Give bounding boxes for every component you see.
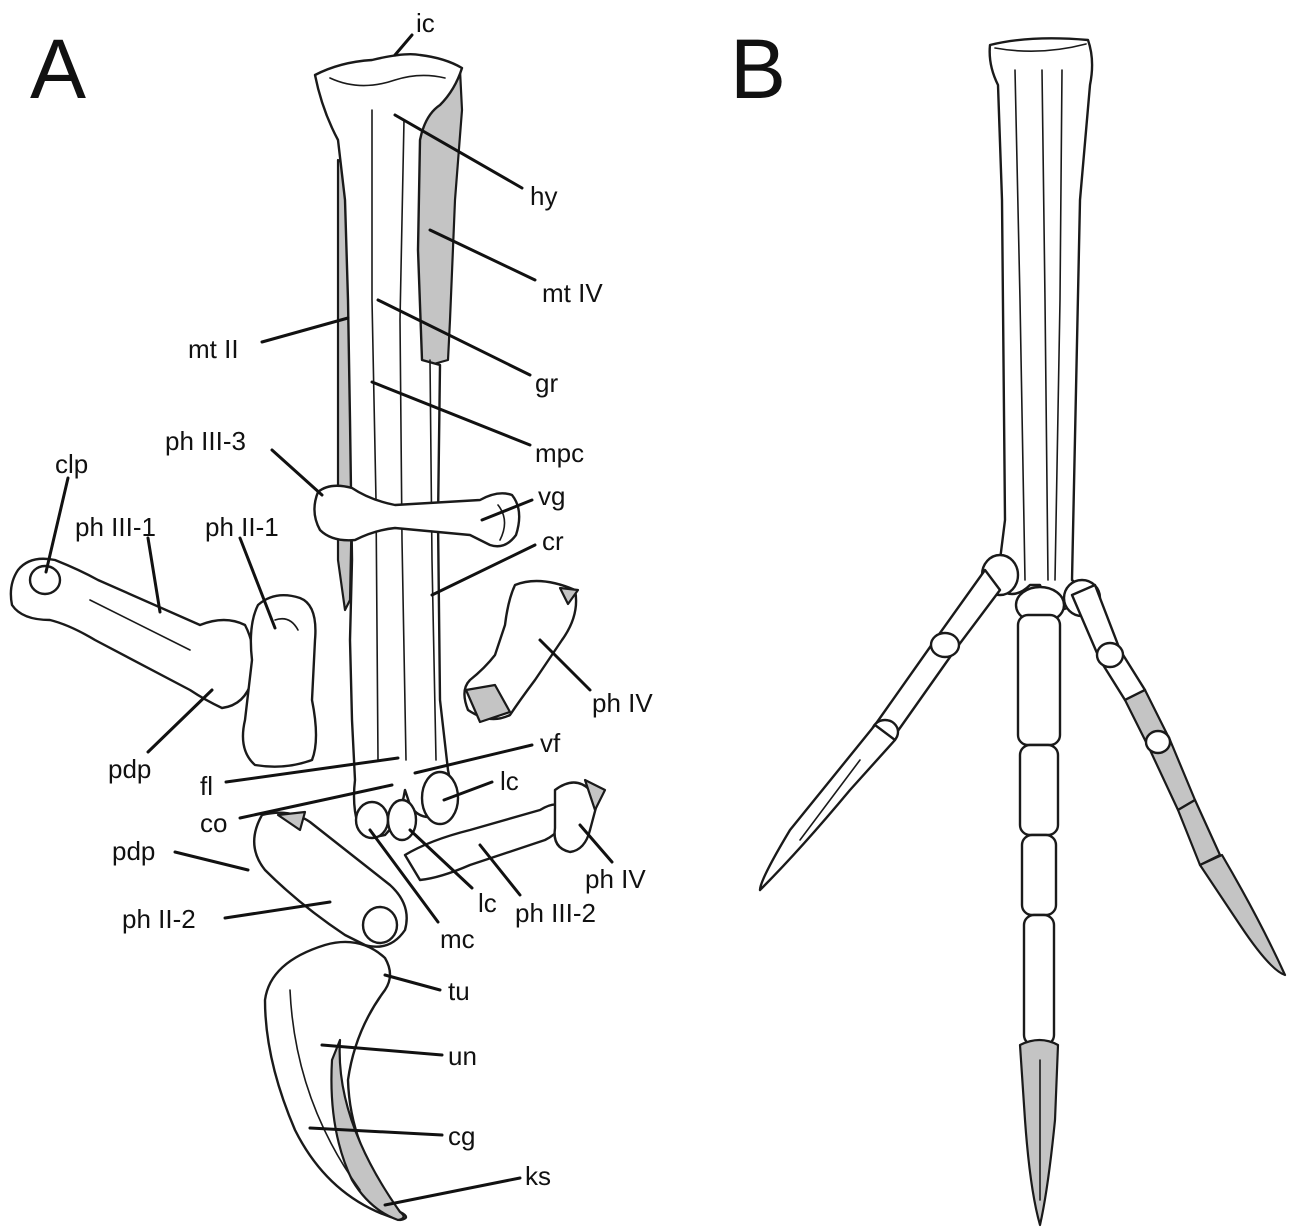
- panel-a-drawing: [11, 54, 605, 1220]
- label-cr: cr: [542, 526, 564, 556]
- label-vg: vg: [538, 481, 565, 511]
- digit-iv-ungual: [1200, 855, 1285, 975]
- label-cg: cg: [448, 1121, 475, 1151]
- condyle-inner: [388, 800, 416, 840]
- leader-ic: [395, 35, 412, 55]
- digit-iv-joint-1: [1097, 643, 1123, 667]
- label-mt-iv: mt IV: [542, 278, 603, 308]
- leader-pdp-upper: [148, 690, 212, 752]
- leader-ks: [385, 1178, 520, 1205]
- ph-ii-2-distal-condyle: [363, 907, 397, 943]
- panel-b-drawing: [760, 38, 1285, 1225]
- label-pdp-lower: pdp: [112, 836, 155, 866]
- label-ks: ks: [525, 1161, 551, 1191]
- leader-mt-ii: [262, 318, 348, 342]
- label-clp: clp: [55, 449, 88, 479]
- label-ph-iv-upper: ph IV: [592, 688, 653, 718]
- label-mt-ii: mt II: [188, 334, 239, 364]
- digit-iv-phalanx-5: [1178, 800, 1220, 865]
- digit-iii: [1018, 615, 1060, 1225]
- label-ph-iii-2: ph III-2: [515, 898, 596, 928]
- digit-ii-joint-1: [931, 633, 959, 657]
- label-vf: vf: [540, 728, 561, 758]
- label-ph-ii-2: ph II-2: [122, 904, 196, 934]
- digit-iv: [1072, 585, 1285, 975]
- label-mpc: mpc: [535, 438, 584, 468]
- label-lc-lower: lc: [478, 888, 497, 918]
- label-co: co: [200, 808, 227, 838]
- digit-iii-phalanx-4: [1024, 915, 1054, 1045]
- digit-ii: [760, 570, 1000, 890]
- panel-label-b: B: [730, 22, 786, 116]
- label-fl: fl: [200, 771, 213, 801]
- label-ph-iv-lower: ph IV: [585, 864, 646, 894]
- digit-ii-ungual-detail: [800, 760, 860, 840]
- label-ph-iii-3: ph III-3: [165, 426, 246, 456]
- label-hy: hy: [530, 181, 557, 211]
- label-mc: mc: [440, 924, 475, 954]
- phalanx-ii-1: [243, 595, 316, 766]
- leader-ph-iii-1: [148, 538, 160, 612]
- label-un: un: [448, 1041, 477, 1071]
- leader-ph-iii-3: [272, 450, 322, 495]
- label-ic: ic: [416, 8, 435, 38]
- label-pdp-upper: pdp: [108, 754, 151, 784]
- digit-iii-phalanx-3: [1022, 835, 1056, 915]
- digit-ii-ungual: [760, 725, 895, 890]
- digit-iii-phalanx-2: [1020, 745, 1058, 835]
- leader-tu: [385, 975, 440, 990]
- label-lc-upper: lc: [500, 766, 519, 796]
- label-tu: tu: [448, 976, 470, 1006]
- label-ph-ii-1: ph II-1: [205, 512, 279, 542]
- leader-ph-iv-upper: [540, 640, 590, 690]
- label-gr: gr: [535, 368, 558, 398]
- leader-pdp-lower: [175, 852, 248, 870]
- leader-clp: [46, 478, 68, 572]
- tarsometatarsus: [990, 38, 1092, 610]
- digit-iii-phalanx-1: [1018, 615, 1060, 745]
- label-ph-iii-1: ph III-1: [75, 512, 156, 542]
- panel-label-a: A: [30, 22, 86, 116]
- digit-iii-ungual: [1020, 1040, 1058, 1225]
- digit-iv-joint-2: [1146, 731, 1170, 753]
